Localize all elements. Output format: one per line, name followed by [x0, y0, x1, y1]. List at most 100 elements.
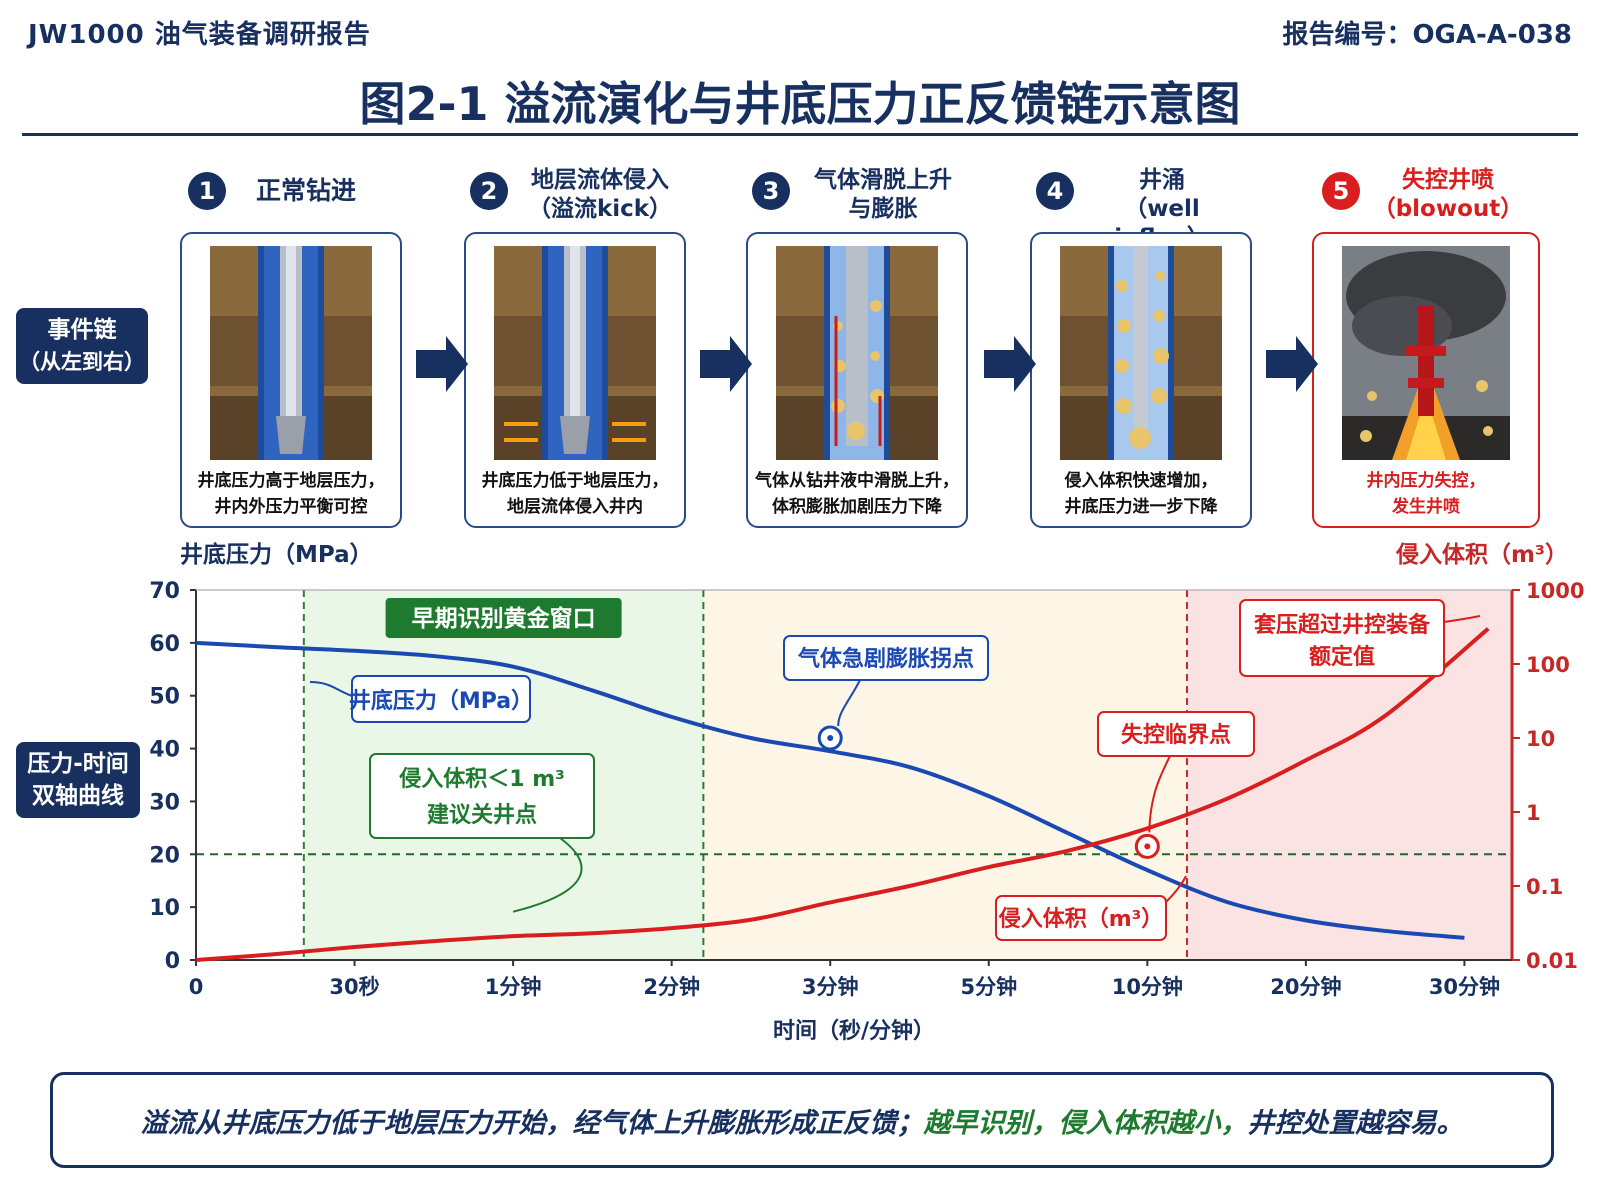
critical-callout-leader: [1148, 755, 1171, 833]
step-5-caption: 井内压力失控， 发生井喷: [1314, 468, 1538, 520]
x-tick-label-2: 1分钟: [485, 975, 542, 999]
report-header-left: JW1000 油气装备调研报告: [28, 20, 371, 50]
volume-series-line: [195, 627, 1490, 962]
pressure-label-text: 井底压力（MPa）: [349, 688, 533, 714]
step-5-number: 5: [1322, 172, 1360, 210]
step-4-card: 侵入体积快速增加， 井底压力进一步下降: [1030, 232, 1252, 528]
step-1-number: 1: [188, 172, 226, 210]
step-2-heading: 地层流体侵入 （溢流kick）: [510, 166, 690, 224]
step-5-heading-line1: 失控井喷: [1402, 167, 1494, 193]
y-left-tick-label-40: 40: [149, 738, 180, 763]
x-tick-label-0: 0: [189, 975, 204, 999]
y-right-axis-title: 侵入体积（m³）: [1395, 541, 1568, 568]
conclusion-part-2: 越早识别，侵入体积越小，: [923, 1108, 1248, 1139]
step-5-caption-line1: 井内压力失控，: [1366, 471, 1486, 491]
step-3-heading-line1: 气体滑脱上升: [814, 167, 952, 193]
step-1-caption-line1: 井底压力高于地层压力，: [197, 471, 385, 491]
step-5-card: 井内压力失控， 发生井喷: [1312, 232, 1540, 528]
figure-title: 图2-1 溢流演化与井底压力正反馈链示意图: [359, 77, 1241, 131]
step-3-caption-line1: 气体从钻井液中滑脱上升，: [755, 471, 959, 491]
step-3-heading-line2: 与膨胀: [848, 196, 918, 222]
y-left-tick-label-60: 60: [149, 632, 180, 657]
pressure-series-line: [195, 640, 1465, 940]
step-1-caption: 井底压力高于地层压力， 井内外压力平衡可控: [182, 468, 400, 520]
step-5-heading: 失控井喷 （blowout）: [1368, 166, 1528, 224]
critical-marker-dot: [1144, 843, 1151, 850]
shutin-callout-line2: 建议关井点: [427, 802, 537, 828]
x-tick-label-7: 20分钟: [1270, 975, 1341, 999]
y-left-tick-label-50: 50: [149, 685, 180, 710]
inflection-callout-box: [783, 635, 989, 681]
step-2-card: 井底压力低于地层压力， 地层流体侵入井内: [464, 232, 686, 528]
chart-side-label-line1: 压力-时间: [27, 751, 129, 777]
casing-callout-leader: [1443, 615, 1481, 623]
step-2-heading-line1: 地层流体侵入: [531, 167, 669, 193]
conclusion-part-1: 溢流从井底压力低于地层压力开始，经气体上升膨胀形成正反馈；: [140, 1108, 924, 1139]
x-tick-label-6: 10分钟: [1112, 975, 1183, 999]
flow-arrow-2: [700, 336, 752, 392]
flow-arrow-1: [416, 336, 468, 392]
title-rule: [22, 133, 1578, 136]
conclusion-box: 溢流从井底压力低于地层压力开始，经气体上升膨胀形成正反馈；越早识别，侵入体积越小…: [50, 1072, 1554, 1168]
step-4-caption-line1: 侵入体积快速增加，: [1064, 471, 1218, 491]
step-2-caption-line2: 地层流体侵入井内: [507, 497, 643, 517]
step-4-wellbore-illustration: [1060, 246, 1222, 460]
golden-window-label: 早期识别黄金窗口: [412, 605, 596, 632]
step-2-caption: 井底压力低于地层压力， 地层流体侵入井内: [466, 468, 684, 520]
y-left-tick-label-10: 10: [149, 896, 180, 921]
inflection-callout-leader: [837, 679, 861, 727]
y-right-tick-label-0.1: 0.1: [1526, 875, 1563, 899]
x-tick-label-5: 5分钟: [960, 975, 1017, 999]
flow-arrows: [416, 336, 1318, 392]
step-2-heading-line2: （溢流kick）: [527, 196, 673, 222]
step-3-caption-line2: 体积膨胀加剧压力下降: [772, 497, 942, 517]
x-tick-label-4: 3分钟: [802, 975, 859, 999]
step-2-wellbore-illustration: [494, 246, 656, 460]
shutin-callout-box: [369, 753, 595, 839]
inflection-marker-dot: [827, 735, 834, 741]
step-5-caption-line2: 发生井喷: [1392, 497, 1460, 517]
casing-callout-line2: 额定值: [1309, 644, 1375, 670]
step-2-number: 2: [470, 172, 508, 210]
shutin-callout-leader: [512, 837, 583, 913]
critical-callout-text: 失控临界点: [1121, 722, 1231, 748]
event-chain-label-line1: 事件链: [47, 317, 117, 343]
volume-label-text: 侵入体积（m³）: [998, 906, 1164, 932]
y-left-tick-label-70: 70: [149, 579, 180, 604]
casing-callout-line1: 套压超过井控装备: [1254, 612, 1431, 638]
event-chain-label-line2: （从左到右）: [19, 350, 145, 374]
x-axis-title: 时间（秒/分钟）: [773, 1018, 935, 1044]
step-5-heading-line2: （blowout）: [1372, 196, 1524, 222]
event-chain-label: 事件链 （从左到右）: [16, 308, 148, 384]
y-right-tick-label-1000: 1000: [1526, 579, 1584, 603]
step-4-caption-line2: 井底压力进一步下降: [1064, 497, 1218, 517]
volume-label-box: [995, 895, 1167, 941]
y-left-tick-label-20: 20: [149, 843, 180, 868]
step-1-caption-line2: 井内外压力平衡可控: [214, 497, 368, 517]
report-number: 报告编号：OGA-A-038: [1282, 20, 1572, 50]
flow-arrow-3: [984, 336, 1036, 392]
inflection-callout-text: 气体急剧膨胀拐点: [797, 646, 974, 672]
step-1-card: 井底压力高于地层压力， 井内外压力平衡可控: [180, 232, 402, 528]
step-4-caption: 侵入体积快速增加， 井底压力进一步下降: [1032, 468, 1250, 520]
step-3-caption: 气体从钻井液中滑脱上升， 体积膨胀加剧压力下降: [748, 468, 966, 520]
conclusion-text: 溢流从井底压力低于地层压力开始，经气体上升膨胀形成正反馈；越早识别，侵入体积越小…: [53, 1101, 1551, 1140]
step-2-caption-line1: 井底压力低于地层压力，: [481, 471, 669, 491]
y-right-tick-label-10: 10: [1526, 727, 1555, 751]
y-right-tick-label-1: 1: [1526, 801, 1541, 825]
x-tick-label-8: 30分钟: [1429, 975, 1500, 999]
conclusion-part-3: 井控处置越容易。: [1247, 1108, 1464, 1139]
zone-pre: [196, 590, 304, 960]
volume-label-leader: [1165, 875, 1187, 903]
y-left-axis-title: 井底压力（MPa）: [180, 541, 373, 568]
step-3-card: 气体从钻井液中滑脱上升， 体积膨胀加剧压力下降: [746, 232, 968, 528]
series-layer: [195, 627, 1490, 962]
step-3-number: 3: [752, 172, 790, 210]
step-3-heading: 气体滑脱上升 与膨胀: [798, 166, 968, 224]
y-left-tick-label-0: 0: [165, 949, 180, 974]
step-4-number: 4: [1036, 172, 1074, 210]
chart-side-label: 压力-时间 双轴曲线: [16, 742, 140, 818]
